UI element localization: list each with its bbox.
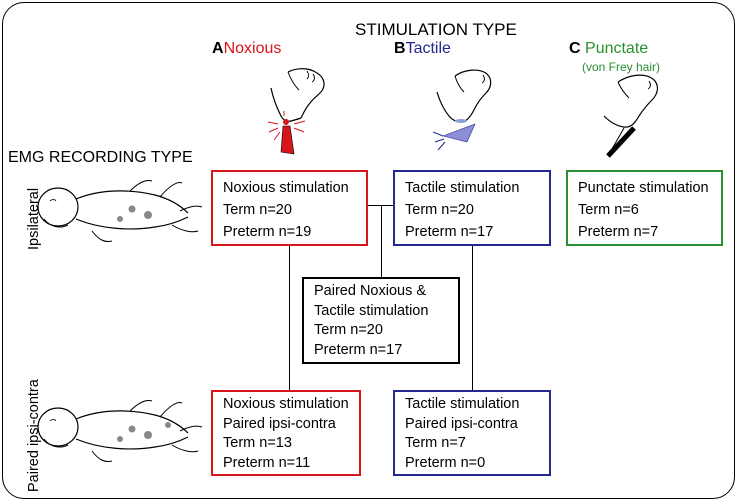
column-c-subtitle: (von Frey hair) xyxy=(582,60,661,74)
column-a-name: Noxious xyxy=(223,40,282,57)
emg-recording-type-heading: EMG RECORDING TYPE xyxy=(8,149,193,166)
box-tactile-ipsilateral: Tactile stimulation Term n=20 Preterm n=… xyxy=(393,170,551,246)
connector-paired xyxy=(381,205,382,278)
box-line: Preterm n=19 xyxy=(223,224,312,240)
box-punctate-ipsilateral: Punctate stimulation Term n=6 Preterm n=… xyxy=(566,170,723,246)
box-line: Preterm n=0 xyxy=(405,454,486,471)
box-line: Term n=20 xyxy=(405,202,474,218)
box-line: Paired Noxious & xyxy=(314,283,427,299)
punctate-foot-illustration xyxy=(603,74,658,158)
box-line: Preterm n=17 xyxy=(314,341,403,358)
box-line: Preterm n=7 xyxy=(578,224,659,240)
box-line: Term n=7 xyxy=(405,435,466,451)
box-paired-noxious-tactile: Paired Noxious & Tactile stimulation Ter… xyxy=(302,277,460,364)
box-noxious-paired: Noxious stimulation Paired ipsi-contra T… xyxy=(211,390,361,476)
box-line: Noxious stimulation xyxy=(223,396,349,412)
box-noxious-ipsilateral: Noxious stimulation Term n=20 Preterm n=… xyxy=(211,170,368,246)
stimulation-type-heading: STIMULATION TYPE xyxy=(355,20,517,39)
box-line: Preterm n=17 xyxy=(405,224,494,240)
box-tactile-paired: Tactile stimulation Paired ipsi-contra T… xyxy=(393,390,551,476)
column-c-heading: C Punctate xyxy=(569,40,648,58)
connector-noxious xyxy=(289,245,290,391)
row-label-ipsilateral: Ipsilateral xyxy=(26,187,42,250)
box-line: Term n=20 xyxy=(223,202,292,218)
box-line: Preterm n=11 xyxy=(223,454,311,471)
column-b-letter: B xyxy=(394,40,406,57)
column-b-name: Tactile xyxy=(405,40,451,57)
tactile-foot-illustration xyxy=(432,69,492,151)
column-c-letter: C xyxy=(569,40,581,57)
box-line: Tactile stimulation xyxy=(405,396,520,412)
infant-ipsilateral-illustration xyxy=(37,180,203,242)
box-line: Term n=6 xyxy=(578,202,639,218)
box-line: Paired ipsi-contra xyxy=(405,415,518,432)
box-line: Paired ipsi-contra xyxy=(223,415,336,432)
column-c-name: Punctate xyxy=(585,40,649,57)
noxious-foot-illustration xyxy=(267,68,325,155)
box-line: Term n=13 xyxy=(223,435,292,451)
box-line: Noxious stimulation xyxy=(223,180,349,196)
row-label-paired-ipsi-contra: Paired ipsi-contra xyxy=(26,379,42,492)
box-line: Tactile stimulation xyxy=(314,302,429,319)
column-a-heading: ANoxious xyxy=(212,40,281,58)
box-line: Tactile stimulation xyxy=(405,180,520,196)
infant-paired-illustration xyxy=(37,400,203,462)
column-b-heading: BTactile xyxy=(394,40,451,58)
box-line: Punctate stimulation xyxy=(578,180,709,196)
connector-tactile xyxy=(472,245,473,391)
box-line: Term n=20 xyxy=(314,322,383,338)
column-a-letter: A xyxy=(212,40,224,57)
